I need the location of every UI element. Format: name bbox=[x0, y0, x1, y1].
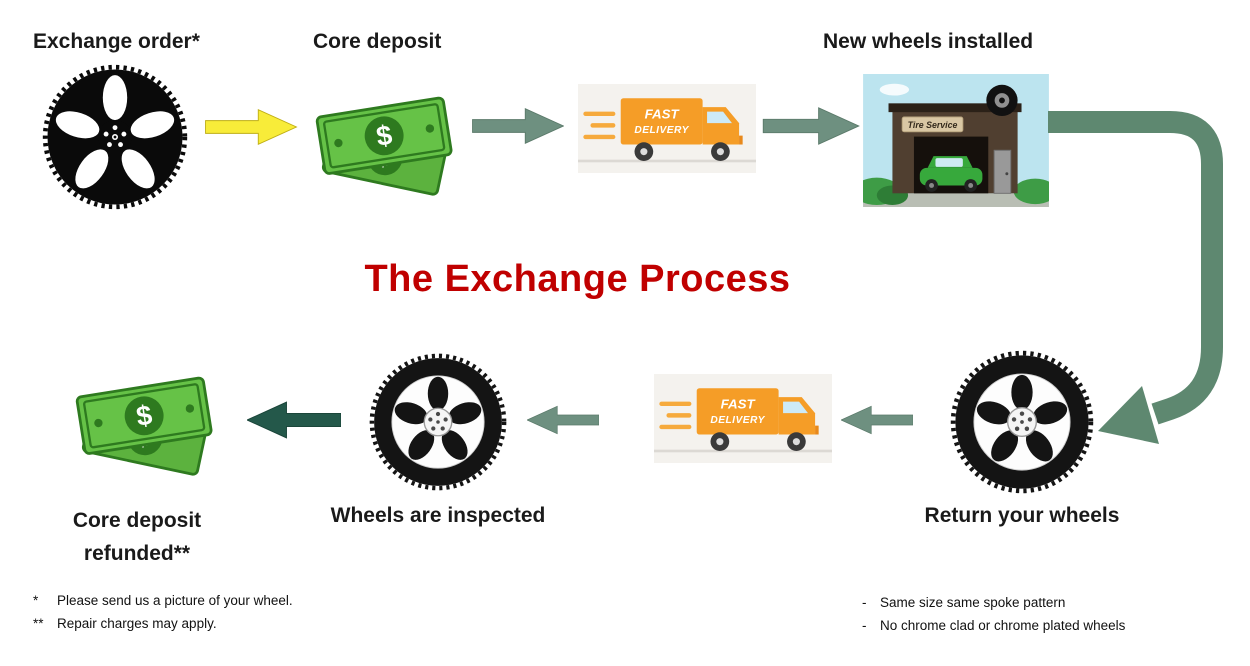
label-core-deposit-refunded-line1: Core deposit bbox=[72, 509, 202, 532]
refund-money-icon bbox=[56, 350, 232, 489]
footnote-marker: - bbox=[862, 618, 867, 633]
page-title: The Exchange Process bbox=[364, 258, 791, 300]
label-exchange-order: Exchange order* bbox=[33, 30, 200, 53]
footnotes-left: * Please send us a picture of your wheel… bbox=[33, 593, 293, 639]
footnote-text: Same size same spoke pattern bbox=[880, 595, 1066, 610]
footnote-text: Repair charges may apply. bbox=[57, 616, 217, 631]
label-core-deposit-refunded-line2: refunded** bbox=[83, 542, 191, 565]
tire-shop-icon bbox=[863, 74, 1049, 207]
delivery-truck-icon-return bbox=[654, 374, 832, 463]
curved-arrow-icon bbox=[1048, 111, 1223, 444]
footnote-marker: * bbox=[33, 593, 39, 608]
footnote-repair: ** Repair charges may apply. bbox=[33, 616, 293, 631]
delivery-truck-icon-outbound bbox=[578, 84, 756, 173]
label-core-deposit: Core deposit bbox=[313, 30, 442, 53]
label-return-your-wheels: Return your wheels bbox=[924, 504, 1120, 527]
black-wheel-icon bbox=[40, 62, 190, 212]
footnote-picture: * Please send us a picture of your wheel… bbox=[33, 593, 293, 608]
label-wheels-inspected: Wheels are inspected bbox=[330, 504, 546, 527]
inspected-wheel-icon bbox=[367, 351, 509, 493]
green-arrow-left-icon-2 bbox=[527, 402, 599, 438]
label-core-deposit-refunded: Core deposit refunded** bbox=[36, 504, 238, 570]
footnote-text: No chrome clad or chrome plated wheels bbox=[880, 618, 1126, 633]
footnote-marker: ** bbox=[33, 616, 44, 631]
green-arrow-left-icon-1 bbox=[841, 402, 913, 438]
return-wheel-icon bbox=[948, 348, 1096, 496]
footnote-same-size: - Same size same spoke pattern bbox=[862, 595, 1125, 610]
footnotes-right: - Same size same spoke pattern - No chro… bbox=[862, 595, 1125, 641]
green-arrow-right-icon-1 bbox=[472, 106, 564, 146]
label-new-wheels-installed: New wheels installed bbox=[823, 30, 1034, 53]
core-deposit-money-icon bbox=[296, 70, 472, 209]
footnote-marker: - bbox=[862, 595, 867, 610]
green-arrow-right-icon-2 bbox=[762, 105, 860, 147]
footnote-no-chrome: - No chrome clad or chrome plated wheels bbox=[862, 618, 1125, 633]
footnote-text: Please send us a picture of your wheel. bbox=[57, 593, 293, 608]
yellow-arrow-right-icon bbox=[203, 107, 299, 147]
dark-green-arrow-left-icon bbox=[247, 399, 341, 441]
